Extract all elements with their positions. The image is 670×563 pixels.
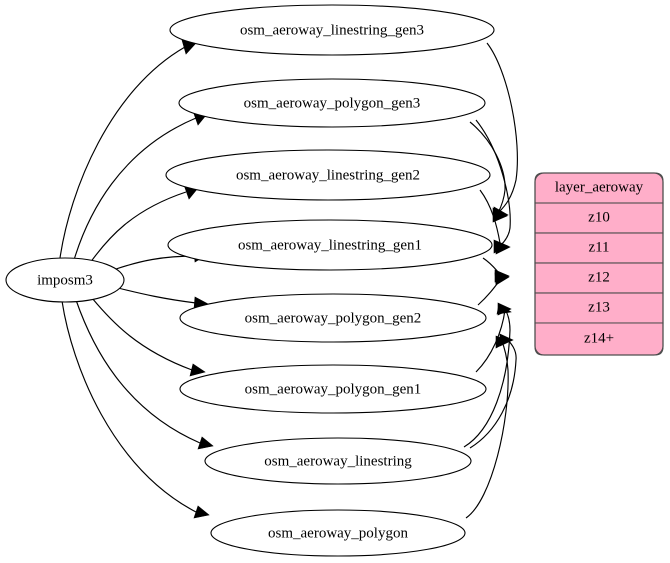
- edge-polygon-gen1-to-z13: [475, 309, 506, 373]
- arrowhead-polygon-gen1: [189, 363, 206, 377]
- linestring-gen3-ellipse[interactable]: [169, 4, 495, 56]
- arrowhead-z14-b: [495, 335, 510, 349]
- table-row-z10-label: z10: [588, 209, 610, 225]
- edge-linestring-gen3-to-z10: [486, 42, 518, 213]
- edge-imposm3-to-polygon: [61, 300, 197, 513]
- node-osm-aeroway-polygon-gen2[interactable]: osm_aeroway_polygon_gen2: [179, 293, 487, 343]
- polygon-gen2-label: osm_aeroway_polygon_gen2: [245, 310, 422, 326]
- polygon-ellipse[interactable]: [210, 509, 466, 557]
- table-row-z12-label: z12: [588, 269, 610, 285]
- node-osm-aeroway-polygon[interactable]: osm_aeroway_polygon: [210, 509, 466, 557]
- table-row-z14-label: z14+: [584, 330, 614, 346]
- table-row-z11-label: z11: [588, 239, 609, 255]
- polygon-label: osm_aeroway_polygon: [268, 525, 408, 541]
- linestring-ellipse[interactable]: [204, 437, 472, 485]
- edge-imposm3-to-linestring: [75, 299, 201, 444]
- node-osm-aeroway-linestring-gen3[interactable]: osm_aeroway_linestring_gen3: [169, 4, 495, 56]
- linestring-gen1-ellipse[interactable]: [167, 219, 493, 271]
- table-outer-border: [534, 172, 664, 356]
- edge-polygon-gen3-to-z11: [475, 119, 511, 246]
- edge-polygon-gen3-to-z10: [469, 121, 506, 214]
- node-osm-aeroway-polygon-gen1[interactable]: osm_aeroway_polygon_gen1: [179, 364, 487, 414]
- edge-linestring-to-z14: [469, 337, 517, 449]
- imposm3-ellipse[interactable]: [5, 257, 125, 303]
- table-row-z13[interactable]: [534, 292, 664, 324]
- linestring-label: osm_aeroway_linestring: [264, 453, 412, 469]
- edge-linestring-to-z13: [463, 306, 511, 448]
- edge-imposm3-to-polygon-gen3: [73, 117, 197, 261]
- linestring-gen2-label: osm_aeroway_linestring_gen2: [236, 167, 420, 183]
- node-osm-aeroway-polygon-gen3[interactable]: osm_aeroway_polygon_gen3: [178, 78, 486, 128]
- polygon-gen3-ellipse[interactable]: [178, 78, 486, 128]
- edge-polygon-to-z14: [465, 338, 509, 519]
- linestring-gen1-label: osm_aeroway_linestring_gen1: [238, 237, 422, 253]
- edge-imposm3-to-linestring-gen3: [59, 46, 186, 259]
- node-imposm3[interactable]: imposm3: [5, 257, 125, 303]
- edge-imposm3-to-linestring-gen2: [89, 191, 187, 264]
- node-layer-aeroway-table[interactable]: layer_aeroway z10 z11 z12 z13 z14+: [534, 172, 664, 356]
- polygon-gen1-label: osm_aeroway_polygon_gen1: [245, 381, 422, 397]
- edge-imposm3-to-polygon-gen2: [117, 287, 197, 304]
- polygon-gen3-label: osm_aeroway_polygon_gen3: [244, 95, 421, 111]
- linestring-gen3-label: osm_aeroway_linestring_gen3: [240, 22, 424, 38]
- imposm3-label: imposm3: [37, 272, 93, 288]
- arrowhead-z12-b: [494, 272, 510, 286]
- table-row-z10[interactable]: [534, 202, 664, 234]
- table-header-label: layer_aeroway: [555, 179, 644, 195]
- node-osm-aeroway-linestring[interactable]: osm_aeroway_linestring: [204, 437, 472, 485]
- arrowhead-polygon: [193, 505, 210, 519]
- arrowhead-z11-b: [495, 240, 511, 255]
- edge-group-sources-to-table: [463, 42, 518, 519]
- table-row-z11[interactable]: [534, 232, 664, 264]
- edge-imposm3-to-linestring-gen1: [115, 255, 197, 270]
- linestring-gen2-ellipse[interactable]: [165, 149, 491, 201]
- table-row-z13-label: z13: [588, 299, 610, 315]
- edge-linestring-gen2-to-z11: [479, 189, 501, 244]
- node-osm-aeroway-linestring-gen1[interactable]: osm_aeroway_linestring_gen1: [167, 219, 493, 271]
- polygon-gen1-ellipse[interactable]: [179, 364, 487, 414]
- edge-imposm3-to-polygon-gen1: [91, 297, 193, 371]
- node-osm-aeroway-linestring-gen2[interactable]: osm_aeroway_linestring_gen2: [165, 149, 491, 201]
- polygon-gen2-ellipse[interactable]: [179, 293, 487, 343]
- arrowhead-linestring: [197, 436, 214, 450]
- arrowhead-z13-b: [497, 302, 512, 316]
